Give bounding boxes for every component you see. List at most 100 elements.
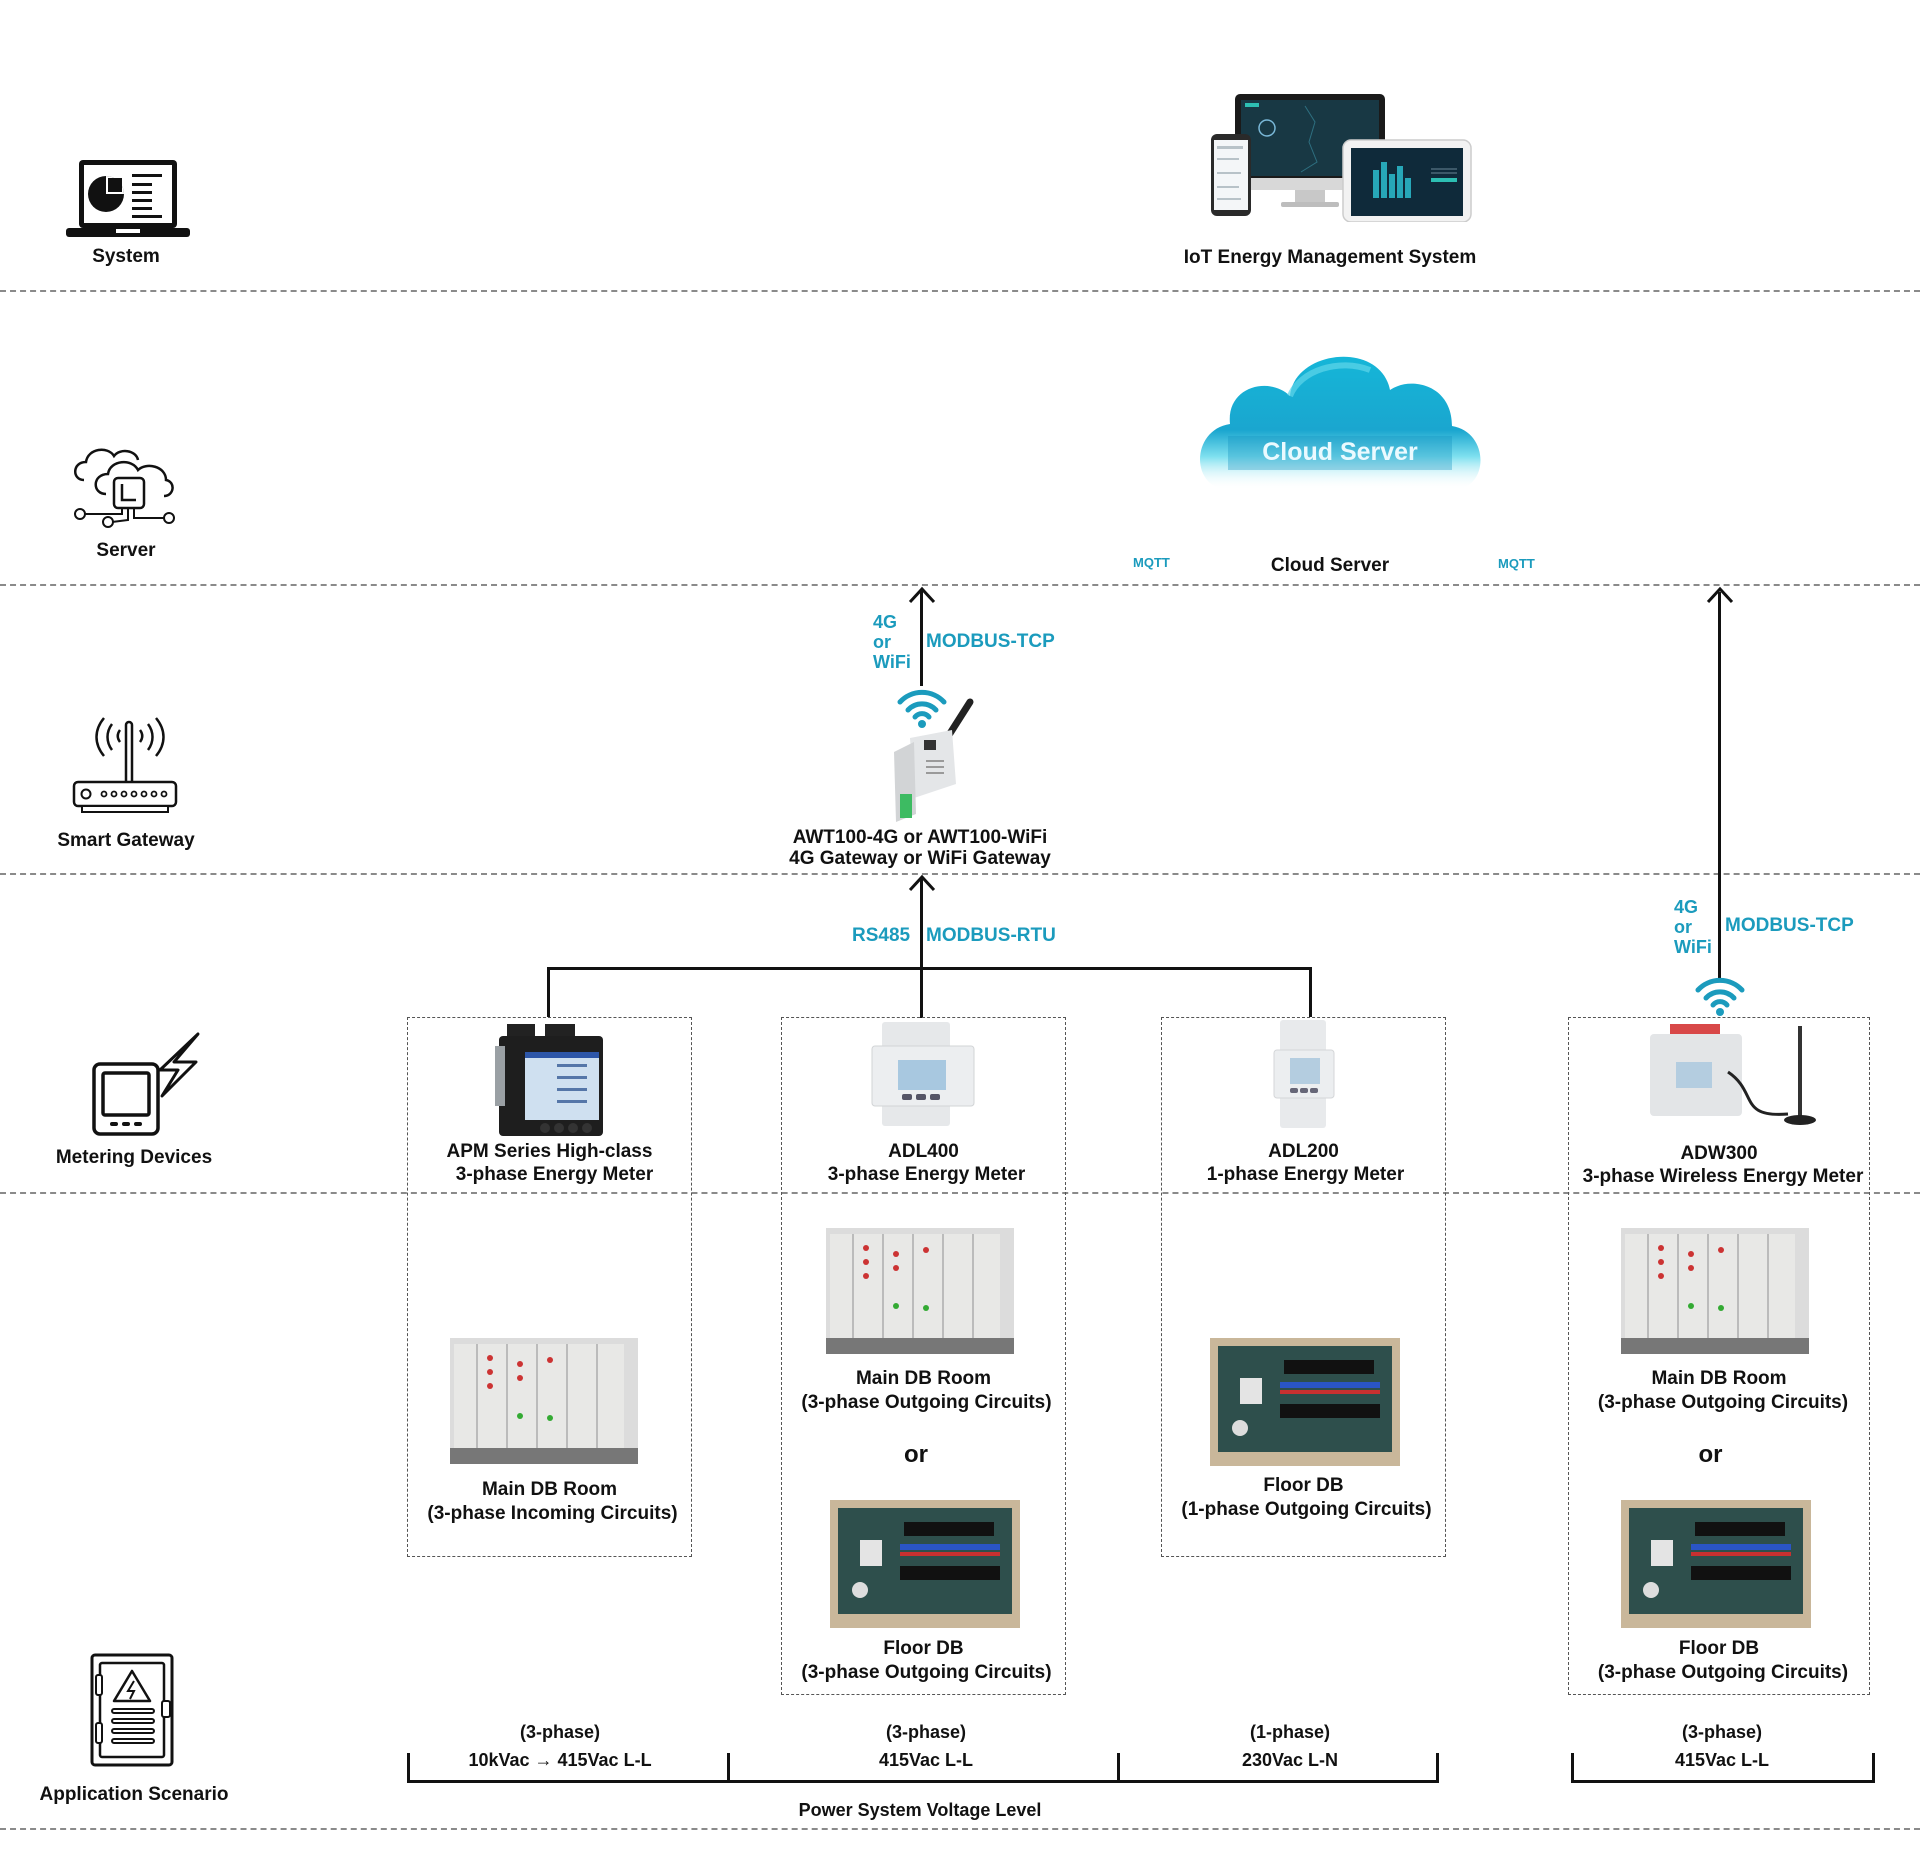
router-icon bbox=[72, 717, 178, 813]
gateway-name-line2: 4G Gateway or WiFi Gateway bbox=[789, 848, 1051, 869]
rs485-bus-line bbox=[547, 967, 1312, 970]
scenario-col3-line1: Floor DB bbox=[1263, 1475, 1344, 1496]
scenario-col2a-line1: Main DB Room bbox=[855, 1368, 992, 1389]
voltage-bracket-tick bbox=[1872, 1753, 1875, 1783]
voltage-bracket-tick bbox=[1571, 1753, 1574, 1783]
wifi-icon bbox=[1695, 977, 1745, 1016]
voltage-bracket-tick bbox=[1117, 1753, 1120, 1783]
scenario-col4b-line1: Floor DB bbox=[1678, 1638, 1760, 1659]
rs485-label: RS485 bbox=[852, 925, 911, 946]
modbus-rtu-label: MODBUS-RTU bbox=[926, 925, 1056, 946]
adl400-meter-image bbox=[871, 1022, 975, 1126]
scenario-col4a-line1: Main DB Room bbox=[1651, 1368, 1787, 1389]
cloud-server-caption: Cloud Server bbox=[1270, 555, 1390, 576]
meter-apm-line2: 3-phase Energy Meter bbox=[455, 1164, 654, 1185]
scenario-col3-line2: (1-phase Outgoing Circuits) bbox=[1181, 1499, 1432, 1520]
main-db-room-photo bbox=[450, 1338, 638, 1464]
column-box-adl400 bbox=[781, 1017, 1066, 1695]
cloud-server-icon bbox=[74, 448, 175, 528]
distribution-board-icon bbox=[90, 1653, 174, 1767]
bus-drop-apm bbox=[547, 967, 550, 1017]
tier-divider bbox=[0, 584, 1920, 586]
scenario-col2a-line2: (3-phase Outgoing Circuits) bbox=[801, 1392, 1052, 1413]
iot-devices-illustration bbox=[1211, 94, 1472, 222]
gateway-link-type: 4G or WiFi bbox=[873, 612, 911, 672]
column-box-adw300 bbox=[1568, 1017, 1870, 1695]
tier-label-metering-devices: Metering Devices bbox=[55, 1147, 213, 1168]
voltage-bracket-tick bbox=[1436, 1753, 1439, 1783]
tier-divider bbox=[0, 873, 1920, 875]
link-4g: 4G bbox=[873, 612, 898, 632]
meter-apm-line1: APM Series High-class bbox=[446, 1141, 653, 1162]
tier-divider bbox=[0, 1192, 1920, 1194]
floor-db-photo bbox=[830, 1500, 1020, 1628]
gateway-link-protocol: MODBUS-TCP bbox=[926, 631, 1055, 652]
wifi-icon bbox=[897, 689, 947, 728]
link-4g: 4G bbox=[1674, 897, 1699, 917]
scenario-col2b-line2: (3-phase Outgoing Circuits) bbox=[801, 1662, 1052, 1683]
link-or: or bbox=[1674, 917, 1692, 937]
tier-label-server: Server bbox=[96, 540, 156, 561]
apm-meter-image bbox=[495, 1024, 603, 1136]
laptop-chart-icon bbox=[66, 160, 190, 237]
voltage-phase-2: (3-phase) bbox=[885, 1722, 966, 1742]
gateway-name-line1: AWT100-4G or AWT100-WiFi bbox=[792, 827, 1048, 848]
voltage-value-2: 415Vac L-L bbox=[878, 1750, 974, 1770]
arrow-up-icon bbox=[908, 874, 936, 892]
cloud-server-inner-label: Cloud Server bbox=[1262, 438, 1418, 466]
power-system-voltage-level-title: Power System Voltage Level bbox=[798, 1800, 1042, 1820]
voltage-phase-4: (3-phase) bbox=[1681, 1722, 1762, 1742]
main-db-room-photo bbox=[826, 1228, 1014, 1354]
arrow-up-icon bbox=[1706, 586, 1734, 604]
adw300-link-type: 4G or WiFi bbox=[1674, 897, 1712, 957]
link-wifi: WiFi bbox=[873, 652, 911, 672]
or-label: or bbox=[904, 1441, 928, 1468]
meter-adl400-line2: 3-phase Energy Meter bbox=[827, 1164, 1026, 1185]
mqtt-label-left: MQTT bbox=[1133, 555, 1170, 570]
voltage-value-4: 415Vac L-L bbox=[1674, 1750, 1770, 1770]
voltage-bracket-tick bbox=[407, 1753, 410, 1783]
adw300-meter-image bbox=[1650, 1024, 1816, 1125]
tier-label-application-scenario: Application Scenario bbox=[39, 1784, 229, 1805]
gateway-uplink-line bbox=[920, 590, 923, 686]
scenario-col4b-line2: (3-phase Outgoing Circuits) bbox=[1597, 1662, 1849, 1683]
voltage-phase-1: (3-phase) bbox=[519, 1722, 600, 1742]
or-label: or bbox=[1698, 1441, 1723, 1468]
meter-adw300-line1: ADW300 bbox=[1680, 1143, 1758, 1164]
meter-adl200-line1: ADL200 bbox=[1268, 1141, 1339, 1162]
adw300-uplink-line bbox=[1718, 592, 1721, 980]
meter-adl400-line1: ADL400 bbox=[888, 1141, 959, 1162]
voltage-value-3: 230Vac L-N bbox=[1241, 1750, 1339, 1770]
adl200-meter-image bbox=[1273, 1020, 1335, 1128]
energy-meter-icon bbox=[92, 1032, 200, 1136]
scenario-col1-line1: Main DB Room bbox=[481, 1479, 618, 1500]
main-db-room-photo bbox=[1621, 1228, 1809, 1354]
voltage-bracket-baseline bbox=[407, 1780, 1439, 1783]
tier-divider bbox=[0, 1828, 1920, 1830]
link-wifi: WiFi bbox=[1674, 937, 1712, 957]
rs485-trunk-line bbox=[920, 878, 923, 1018]
awt100-gateway-device bbox=[894, 698, 974, 822]
tier-divider bbox=[0, 290, 1920, 292]
scenario-col4a-line2: (3-phase Outgoing Circuits) bbox=[1597, 1392, 1849, 1413]
meter-adw300-line2: 3-phase Wireless Energy Meter bbox=[1582, 1166, 1864, 1187]
cloud-server-graphic bbox=[1200, 356, 1481, 490]
meter-adl200-line2: 1-phase Energy Meter bbox=[1206, 1164, 1405, 1185]
scenario-col1-line2: (3-phase Incoming Circuits) bbox=[427, 1503, 678, 1524]
tier-label-smart-gateway: Smart Gateway bbox=[57, 830, 195, 851]
iot-energy-management-system-label: IoT Energy Management System bbox=[1183, 247, 1477, 268]
link-or: or bbox=[873, 632, 891, 652]
tier-label-system: System bbox=[92, 246, 160, 267]
column-box-adl200 bbox=[1161, 1017, 1446, 1557]
arrow-up-icon bbox=[908, 586, 936, 604]
scenario-col2b-line1: Floor DB bbox=[883, 1638, 964, 1659]
floor-db-photo bbox=[1621, 1500, 1811, 1628]
mqtt-label-right: MQTT bbox=[1498, 556, 1535, 571]
adw300-link-protocol: MODBUS-TCP bbox=[1725, 915, 1854, 936]
column-box-apm bbox=[407, 1017, 692, 1557]
bus-drop-adl200 bbox=[1309, 967, 1312, 1017]
voltage-bracket-baseline-adw300 bbox=[1571, 1780, 1875, 1783]
floor-db-photo bbox=[1210, 1338, 1400, 1466]
voltage-bracket-tick bbox=[727, 1753, 730, 1783]
voltage-phase-3: (1-phase) bbox=[1249, 1722, 1330, 1742]
